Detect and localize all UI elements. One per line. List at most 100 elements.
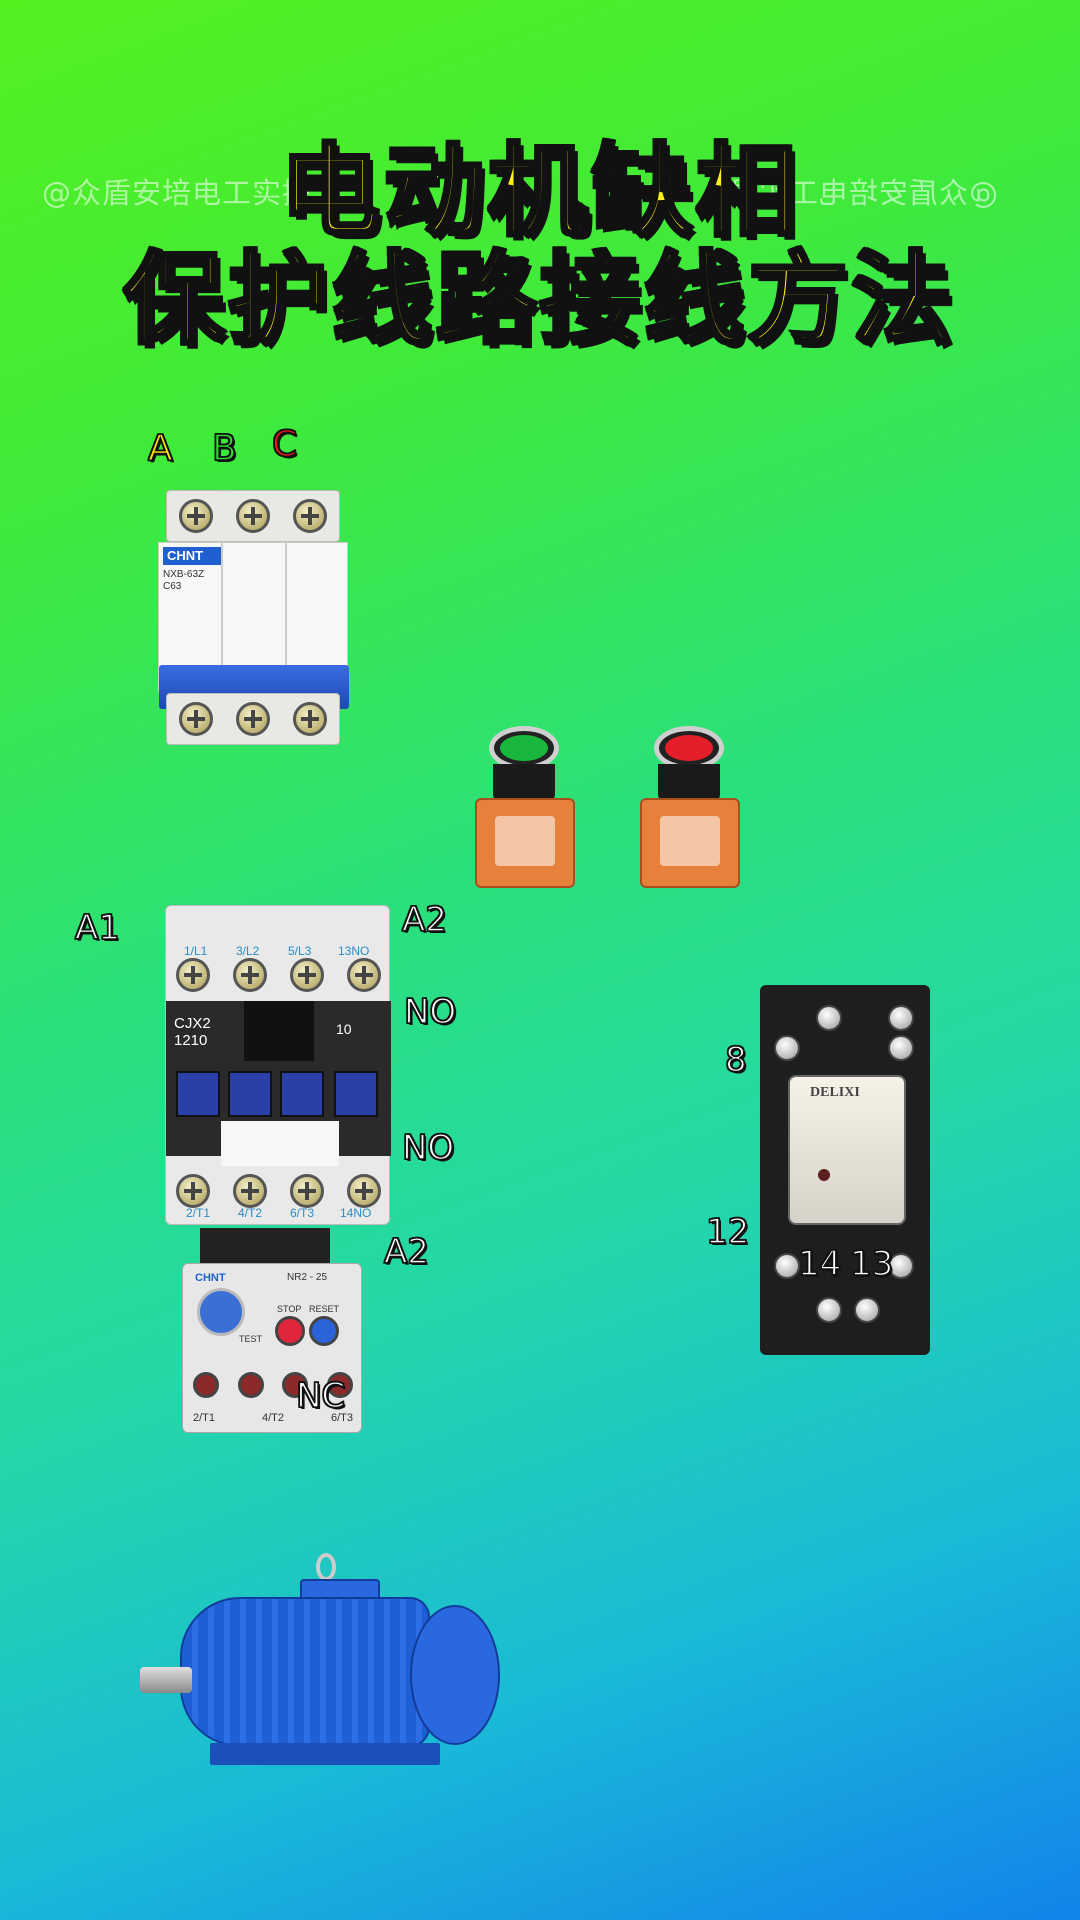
screw-icon xyxy=(326,1372,353,1398)
screw-icon xyxy=(347,1174,381,1208)
ac-contactor[interactable]: 1/L1 3/L2 5/L3 13NO CJX2 1210 10 2/T1 4/… xyxy=(165,905,391,1225)
screw-icon xyxy=(282,1372,309,1398)
breaker-body: CHNT NXB-63Z C63 xyxy=(158,542,349,709)
screw-icon xyxy=(233,958,267,992)
contactor-slot xyxy=(176,1071,220,1117)
screw-icon xyxy=(854,1297,880,1323)
screw-icon xyxy=(290,1174,324,1208)
overload-label-a2: A2 xyxy=(383,1231,429,1273)
screw-icon xyxy=(888,1035,914,1061)
lifting-ring-icon xyxy=(316,1553,336,1581)
screw-icon xyxy=(233,1174,267,1208)
screw-icon xyxy=(774,1253,800,1279)
terminal-mark: 4/T2 xyxy=(238,1206,263,1220)
circuit-breaker[interactable]: CHNT NXB-63Z C63 xyxy=(158,490,349,745)
relay-label-13: 13 xyxy=(849,1243,894,1285)
screw-icon xyxy=(888,1005,914,1031)
relay-label-8: 8 xyxy=(724,1039,747,1081)
overload-links xyxy=(200,1228,330,1268)
overload-label-nc: NC xyxy=(295,1375,346,1417)
title-line-2: 保护线路接线方法 xyxy=(122,241,956,358)
relay-brand: DELIXI xyxy=(810,1085,860,1100)
contactor-label-a2: A2 xyxy=(401,899,447,941)
overload-stop-button[interactable] xyxy=(275,1316,305,1346)
test-text: TEST xyxy=(239,1334,263,1344)
contactor-top-terminals xyxy=(176,958,381,992)
intermediate-relay[interactable]: DELIXI xyxy=(760,985,930,1355)
screw-icon xyxy=(176,958,210,992)
thermal-overload-relay[interactable]: CHNT NR2 - 25 STOP RESET TEST 2/T1 4/T2 … xyxy=(182,1228,362,1433)
breaker-brand: CHNT xyxy=(163,547,221,565)
screw-icon xyxy=(235,499,270,533)
breaker-bottom-terminals xyxy=(166,693,340,745)
motor-body xyxy=(180,1597,430,1747)
contactor-bottom-terminals xyxy=(176,1174,381,1208)
contactor-centre xyxy=(244,1001,314,1061)
contactor-tab xyxy=(221,1121,339,1166)
screw-icon xyxy=(816,1297,842,1323)
phase-label-b: B xyxy=(211,427,237,470)
overload-body: CHNT NR2 - 25 STOP RESET TEST 2/T1 4/T2 … xyxy=(182,1263,362,1433)
contactor-aux-rating: 10 xyxy=(336,1021,352,1037)
terminal-mark: 2/T1 xyxy=(186,1206,211,1220)
phase-label-c: C xyxy=(271,423,298,466)
start-button-lens xyxy=(500,735,548,761)
breaker-top-terminals xyxy=(166,490,340,542)
screw-icon xyxy=(816,1005,842,1031)
terminal-mark: 3/L2 xyxy=(236,944,260,958)
contactor-model: CJX2 1210 xyxy=(174,1015,211,1049)
stop-button-lens xyxy=(665,735,713,761)
start-push-button[interactable] xyxy=(475,726,575,896)
overload-terminal-marks: 2/T1 4/T2 6/T3 xyxy=(193,1412,353,1424)
contactor-model-line: 1210 xyxy=(174,1032,208,1049)
pole-divider xyxy=(221,543,223,693)
terminal-mark: 2/T1 xyxy=(193,1412,216,1424)
breaker-model-line: C63 xyxy=(163,581,182,592)
overload-reset-button[interactable] xyxy=(309,1316,339,1346)
stop-push-button[interactable] xyxy=(640,726,740,896)
terminal-mark: 1/L1 xyxy=(184,944,208,958)
screw-icon xyxy=(290,958,324,992)
screw-icon xyxy=(176,1174,210,1208)
relay-indicator-icon xyxy=(818,1169,830,1181)
button-clip xyxy=(495,816,555,866)
pole-divider xyxy=(285,543,287,693)
contactor-slot xyxy=(228,1071,272,1117)
button-contact-block xyxy=(475,798,575,888)
button-clip xyxy=(660,816,720,866)
terminal-mark: 4/T2 xyxy=(261,1412,284,1424)
relay-socket: DELIXI xyxy=(760,985,930,1355)
button-cap xyxy=(489,726,559,770)
overload-terminal-row xyxy=(193,1372,353,1398)
screw-icon xyxy=(235,702,270,736)
title-line-1: 电动机缺相 xyxy=(278,133,800,250)
screw-icon xyxy=(293,499,328,533)
screw-icon xyxy=(774,1035,800,1061)
current-dial-icon[interactable] xyxy=(197,1288,245,1336)
terminal-mark: 6/T3 xyxy=(330,1412,353,1424)
terminal-mark: 5/L3 xyxy=(288,944,312,958)
screw-icon xyxy=(193,1372,219,1398)
contactor-label-a1: A1 xyxy=(74,907,120,949)
motor-shaft xyxy=(140,1667,192,1693)
breaker-model: NXB-63Z C63 xyxy=(163,569,204,593)
contactor-label-no-bottom: NO xyxy=(401,1127,455,1169)
button-neck xyxy=(658,764,720,804)
terminal-mark: 6/T3 xyxy=(290,1206,315,1220)
motor-foot xyxy=(210,1743,440,1765)
contactor-slot xyxy=(280,1071,324,1117)
three-phase-motor[interactable] xyxy=(140,1553,500,1775)
breaker-model-line: NXB-63Z xyxy=(163,569,205,580)
screw-icon xyxy=(888,1253,914,1279)
screw-icon xyxy=(347,958,381,992)
relay-coil: DELIXI xyxy=(788,1075,906,1225)
button-neck xyxy=(493,764,555,804)
overload-model: NR2 - 25 xyxy=(287,1272,328,1283)
phase-label-a: A xyxy=(147,427,173,470)
contactor-slot xyxy=(334,1071,378,1117)
screw-icon xyxy=(178,702,213,736)
terminal-mark: 13NO xyxy=(338,944,370,958)
contactor-model-line: CJX2 xyxy=(174,1015,211,1032)
reset-text: RESET xyxy=(309,1304,340,1314)
contactor-face: 1/L1 3/L2 5/L3 13NO CJX2 1210 10 2/T1 4/… xyxy=(165,905,391,1225)
